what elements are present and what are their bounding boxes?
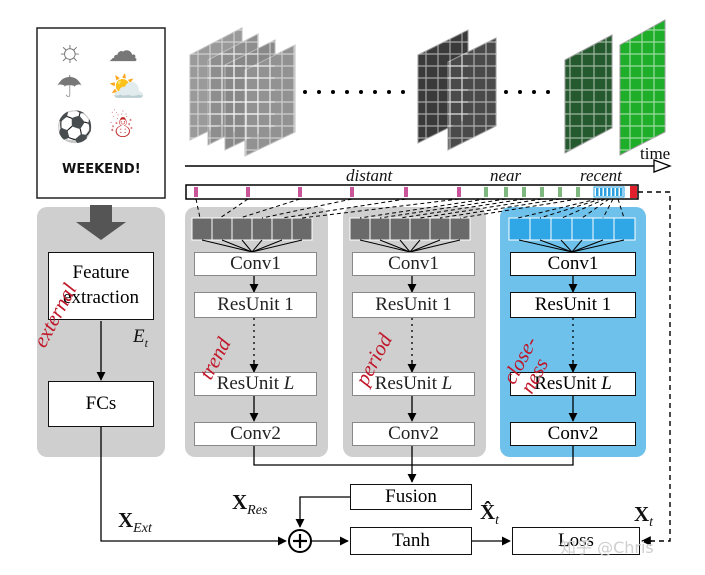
partly-cloudy-icon: ⛅ xyxy=(108,71,146,104)
time-label: time xyxy=(640,144,671,163)
x-t-label: Xt xyxy=(634,502,654,531)
trend-conv2-box: Conv2 xyxy=(194,422,317,446)
closeness-resunitL-box: ResUnit L xyxy=(510,372,636,396)
period-resunit1-box: ResUnit 1 xyxy=(352,292,475,318)
recent-label: recent xyxy=(580,166,622,185)
snowman-icon: ☃ xyxy=(108,111,135,144)
frame-stack-distant xyxy=(189,27,296,157)
watermark: 知乎 @Chris xyxy=(560,538,654,557)
near-label: near xyxy=(490,166,522,185)
fusion-box: Fusion xyxy=(350,484,472,510)
external-icons-card xyxy=(36,27,166,199)
period-conv2-box: Conv2 xyxy=(352,422,475,446)
closeness-resunit1-box: ResUnit 1 xyxy=(510,292,636,318)
timeline-ticks xyxy=(194,186,637,198)
tanh-box: Tanh xyxy=(350,527,472,555)
period-resunitL-box: ResUnit L xyxy=(352,372,475,396)
rain-cloud-icon: ☂ xyxy=(56,71,83,104)
feature-extraction-box: Feature extraction xyxy=(48,252,154,320)
football-clock-icon: ⚽ xyxy=(56,111,94,144)
period-conv1-box: Conv1 xyxy=(352,252,475,276)
timeline-bar xyxy=(185,184,639,200)
weekend-text: WEEKEND! xyxy=(62,162,141,177)
closeness-conv2-box: Conv2 xyxy=(510,422,636,446)
frame-stack-near xyxy=(417,29,497,151)
closeness-conv1-box: Conv1 xyxy=(510,252,636,276)
ellipsis-dots xyxy=(303,90,550,94)
trend-panel xyxy=(185,207,328,457)
period-grid xyxy=(349,217,471,241)
period-panel xyxy=(343,207,486,457)
dashed-links xyxy=(195,198,625,219)
trend-resunit1-box: ResUnit 1 xyxy=(194,292,317,318)
fcs-box: FCs xyxy=(48,381,154,427)
trend-grid xyxy=(191,217,313,241)
loss-box: Loss xyxy=(512,527,640,555)
x-hat-label: X̂t xyxy=(480,500,500,529)
closeness-grid xyxy=(508,217,636,241)
trend-resunitL-box: ResUnit L xyxy=(194,372,317,396)
frame-stack-recent xyxy=(564,19,666,156)
wind-cloud-icon: ☁ xyxy=(108,35,138,68)
sun-icon: ☼ xyxy=(56,35,84,68)
trend-conv1-box: Conv1 xyxy=(194,252,317,276)
x-res-label: XRes xyxy=(232,490,268,519)
down-arrow-icon xyxy=(76,205,126,240)
distant-label: distant xyxy=(346,166,393,185)
x-ext-label: XExt xyxy=(118,508,152,537)
et-label: Et xyxy=(133,326,148,350)
